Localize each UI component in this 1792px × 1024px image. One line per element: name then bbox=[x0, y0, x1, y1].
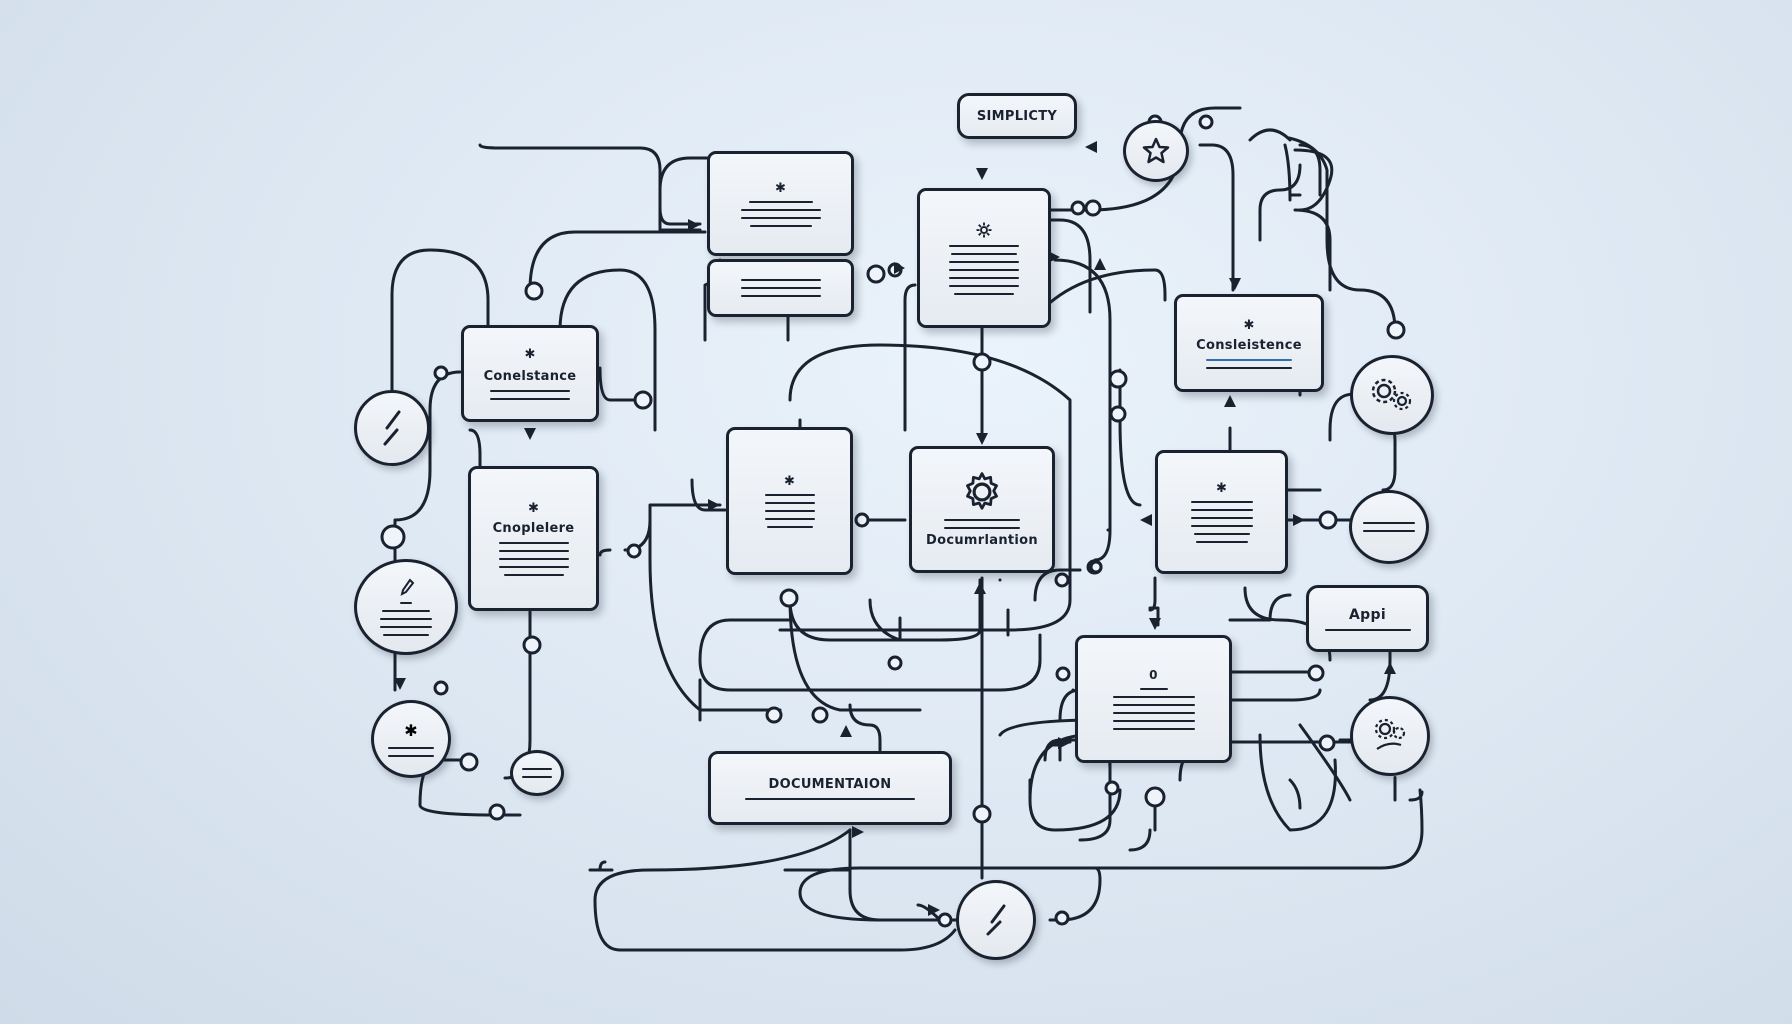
gears-circle[interactable] bbox=[1350, 355, 1434, 435]
asterisk-icon: ✱ bbox=[1243, 316, 1255, 332]
note-circle-bottom[interactable]: ✱ bbox=[371, 700, 451, 778]
text-lines bbox=[522, 768, 552, 778]
api-label: Appi bbox=[1349, 606, 1386, 623]
consistence-left-label: Conelstance bbox=[483, 369, 577, 384]
text-lines bbox=[740, 279, 821, 297]
text-lines bbox=[1363, 522, 1415, 532]
spec-card-right[interactable]: ✱ bbox=[1155, 450, 1288, 574]
asterisk-icon: ✱ bbox=[528, 500, 539, 515]
connector-dots bbox=[380, 114, 1406, 928]
gear-icon bbox=[976, 222, 992, 238]
flower-gear-circle[interactable] bbox=[1350, 696, 1430, 776]
api-node[interactable]: Appi bbox=[1306, 585, 1429, 652]
text-lines bbox=[1324, 628, 1411, 631]
asterisk-icon: ✱ bbox=[1216, 480, 1227, 495]
text-lines bbox=[764, 494, 815, 528]
spec-card-top-sub[interactable] bbox=[707, 259, 854, 317]
gears-icon bbox=[1371, 378, 1412, 411]
pencil-circle-mid[interactable] bbox=[354, 559, 458, 655]
asterisk-icon: ✱ bbox=[784, 473, 795, 488]
text-lines bbox=[949, 245, 1019, 295]
simplicity-label: SIMPLICTY bbox=[976, 108, 1058, 124]
spec-card-bottom-right[interactable]: 0 bbox=[1075, 635, 1232, 763]
gear-card-top[interactable] bbox=[917, 188, 1051, 328]
asterisk-icon: ✱ bbox=[775, 179, 786, 195]
simplicity-node[interactable]: SIMPLICTY bbox=[957, 93, 1077, 139]
text-lines bbox=[1190, 501, 1253, 543]
documentation-mid-node[interactable]: Documrlantion bbox=[909, 446, 1055, 573]
text-lines bbox=[745, 797, 915, 800]
text-lines bbox=[1112, 688, 1195, 730]
pencil-circle-top[interactable] bbox=[354, 390, 430, 466]
documentation-bottom-node[interactable]: DOCUMENTAION bbox=[708, 751, 952, 825]
text-lines bbox=[944, 519, 1020, 529]
text-lines bbox=[1206, 358, 1292, 369]
consistence-left-node[interactable]: ✱ Conelstance bbox=[461, 325, 599, 422]
completeness-label: Cnoplelere bbox=[492, 521, 575, 536]
text-lines bbox=[498, 542, 569, 576]
text-lines bbox=[490, 390, 570, 400]
pencil-icon bbox=[400, 578, 415, 596]
pencil-icon bbox=[986, 904, 1006, 936]
documentation-mid-label: Documrlantion bbox=[926, 533, 1038, 548]
consistence-right-label: Consleistence bbox=[1196, 337, 1302, 353]
small-circle-bottom[interactable] bbox=[510, 750, 564, 796]
documentation-bottom-label: DOCUMENTAION bbox=[768, 776, 892, 792]
pencil-icon bbox=[383, 410, 401, 446]
spec-card-center[interactable]: ✱ bbox=[726, 427, 853, 575]
zero-icon: 0 bbox=[1149, 668, 1158, 682]
gear-icon bbox=[966, 472, 998, 510]
pencil-circle-bottom[interactable] bbox=[956, 880, 1036, 960]
spec-card-top[interactable]: ✱ bbox=[707, 151, 854, 256]
text-lines bbox=[740, 200, 821, 227]
flower-gear-icon bbox=[1374, 718, 1406, 750]
star-icon bbox=[1142, 137, 1170, 164]
consistence-right-node[interactable]: ✱ Consleistence bbox=[1174, 294, 1324, 392]
lines-circle[interactable] bbox=[1349, 490, 1429, 564]
asterisk-icon: ✱ bbox=[524, 346, 536, 361]
star-circle-node[interactable] bbox=[1123, 120, 1189, 182]
asterisk-icon: ✱ bbox=[404, 723, 418, 740]
text-lines bbox=[380, 602, 432, 636]
completeness-node[interactable]: ✱ Cnoplelere bbox=[468, 466, 599, 611]
text-lines bbox=[388, 747, 434, 757]
